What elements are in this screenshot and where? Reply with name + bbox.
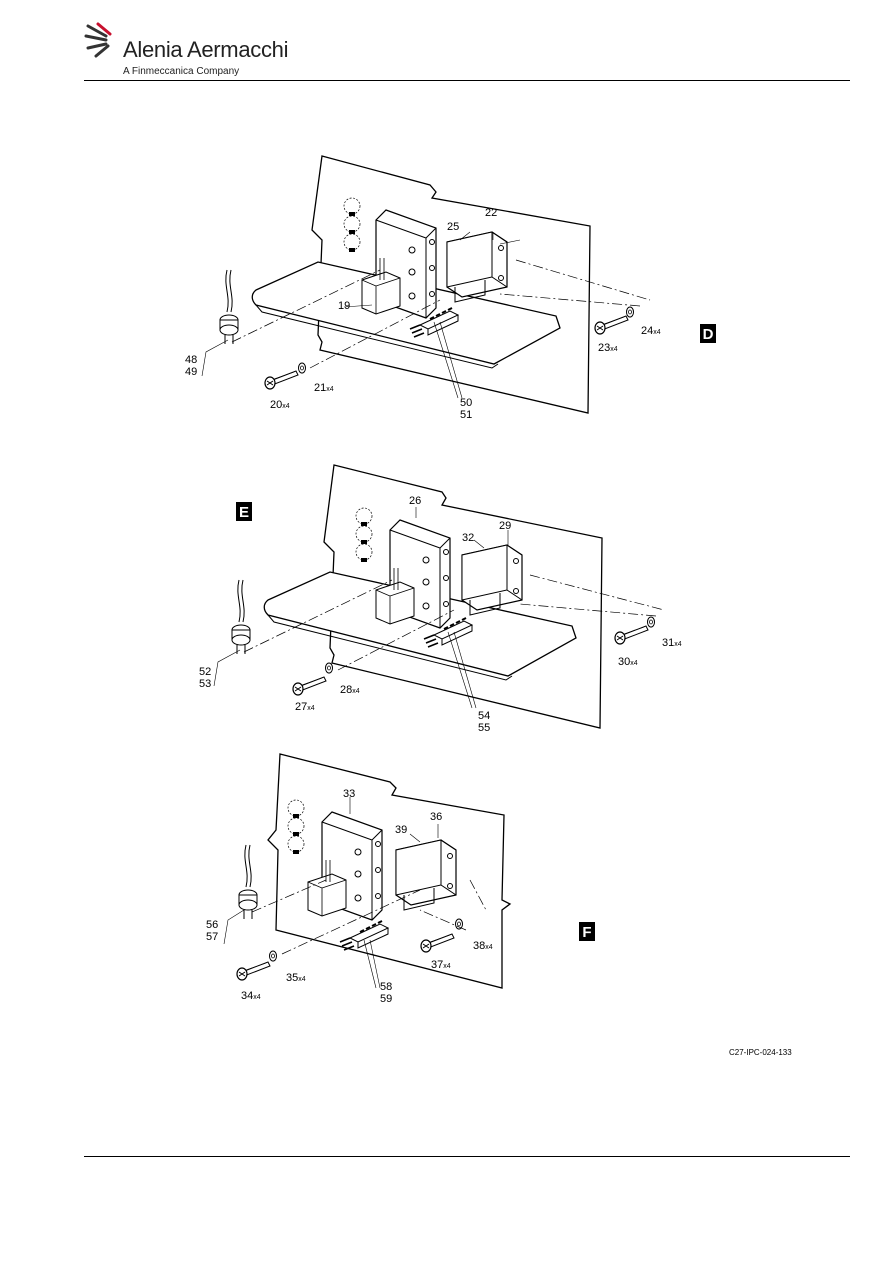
callout-f-washer-b: 38x4 [473,940,493,952]
callout-e-screw-b: 30x4 [618,656,638,668]
callout-e-connector-1: 54 [478,710,490,722]
callout-f-relay: 36 [430,811,442,823]
callout-f-bracket: 33 [343,788,355,800]
callout-e-screw-a: 27x4 [295,701,315,713]
view-e: E 26 29 32 52 53 54 55 27x4 28x4 30x4 31… [199,464,682,734]
callout-e-grommet-1: 52 [199,666,211,678]
callout-f-connector-1: 58 [380,981,392,993]
callout-e-bracket: 26 [409,495,421,507]
callout-e-grommet-2: 53 [199,678,211,690]
header-rule [84,80,850,81]
panel-f [267,753,512,989]
view-d: D 19 22 25 48 49 50 51 20x4 21x4 23x4 24… [185,155,716,421]
callout-e-washer-a: 28x4 [340,684,360,696]
callout-e-relay-sub: 32 [462,532,474,544]
callout-f-grommet-2: 57 [206,931,218,943]
view-letter-e: E [239,504,249,521]
callout-f-washer-a: 35x4 [286,972,306,984]
company-logo-icon [84,22,112,58]
view-label-f: F [579,922,595,941]
callout-d-washer-b: 24x4 [641,325,661,337]
page-header: Alenia Aermacchi A Finmeccanica Company [0,0,893,82]
callout-d-relay-sub: 25 [447,221,459,233]
callout-f-relay-sub: 39 [395,824,407,836]
exploded-view-figure: D 19 22 25 48 49 50 51 20x4 21x4 23x4 24… [185,155,716,1005]
callout-d-screw-b: 23x4 [598,342,618,354]
shelf-e [263,571,577,677]
company-name: Alenia Aermacchi [123,37,289,62]
view-letter-f: F [582,924,591,941]
callout-d-grommet-1: 48 [185,354,197,366]
callout-e-connector-2: 55 [478,722,490,734]
view-label-e: E [236,502,252,521]
callout-e-washer-b: 31x4 [662,637,682,649]
callout-d-relay: 22 [485,207,497,219]
shelf-d [251,261,561,365]
callout-d-connector-2: 51 [460,409,472,421]
footer-rule [84,1156,850,1157]
callout-f-screw-b: 37x4 [431,959,451,971]
view-f: F 33 36 39 56 57 58 59 34x4 35x4 37x4 38… [206,753,595,1005]
callout-d-bracket: 19 [338,300,350,312]
company-subtitle: A Finmeccanica Company [123,66,240,77]
figure-code: C27-IPC-024-133 [729,1048,792,1057]
callout-d-connector-1: 50 [460,397,472,409]
callout-d-screw-a: 20x4 [270,399,290,411]
callout-d-grommet-2: 49 [185,366,197,378]
callout-f-grommet-1: 56 [206,919,218,931]
view-letter-d: D [703,326,714,343]
callout-e-relay: 29 [499,520,511,532]
view-label-d: D [700,324,716,343]
callout-f-screw-a: 34x4 [241,990,261,1002]
callout-f-connector-2: 59 [380,993,392,1005]
callout-d-washer-a: 21x4 [314,382,334,394]
